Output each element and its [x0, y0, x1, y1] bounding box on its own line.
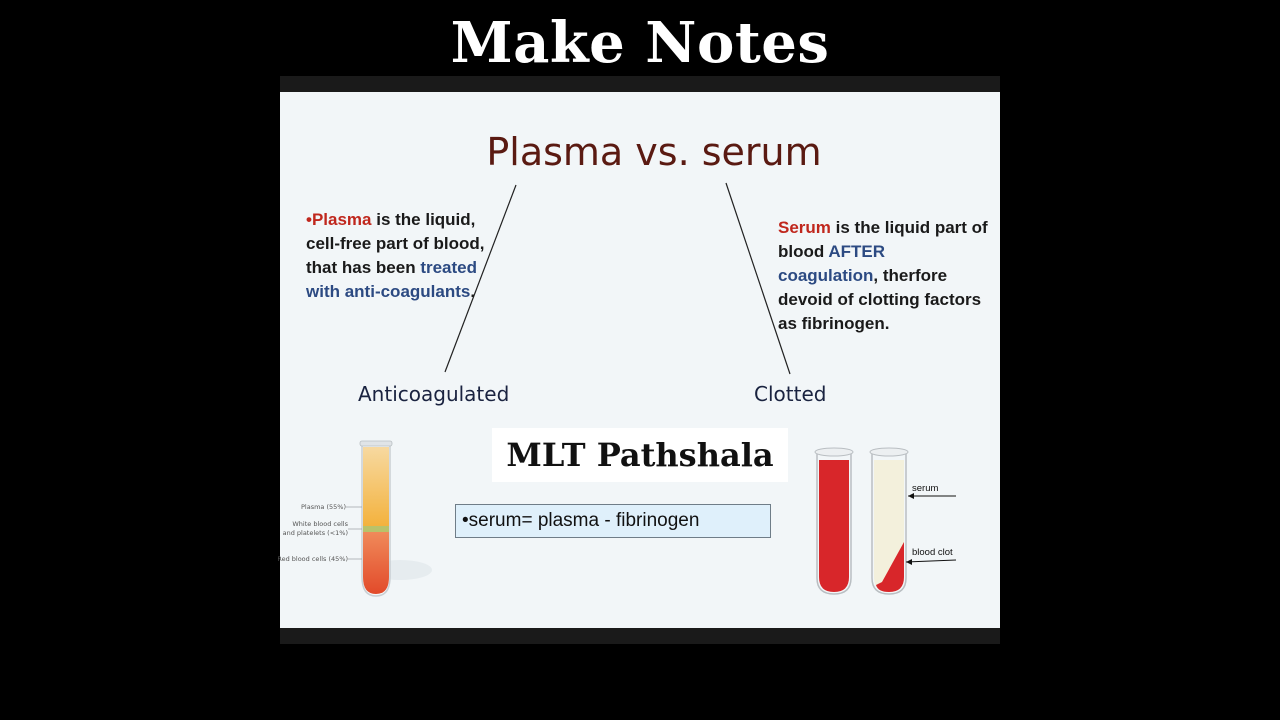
slide: Plasma vs. serum •Plasma is the liquid, …: [277, 92, 1000, 628]
formula-box: •serum= plasma - fibrinogen: [455, 504, 771, 538]
plasma-definition: •Plasma is the liquid, cell-free part of…: [306, 208, 486, 304]
plasma-highlight: treated with anti-coagulants: [306, 258, 477, 301]
page-title: Make Notes: [450, 10, 830, 76]
serum-term: Serum: [778, 218, 831, 237]
tube-buffy-coat: [363, 526, 389, 532]
anticoagulated-tube-illustration: Plasma (55%) White blood cells and plate…: [277, 440, 432, 597]
clotted-tubes-illustration: serum blood clot: [814, 447, 957, 595]
serum-highlight: AFTER coagulation: [778, 242, 886, 285]
serum-text-end: , therfore devoid of clotting factors as…: [778, 266, 982, 333]
frame-border-top: [280, 76, 1000, 92]
frame-border-bottom: [280, 628, 1000, 644]
label-clotted: Clotted: [754, 382, 827, 406]
serum-text: is the liquid part of blood: [778, 218, 988, 261]
label-anticoagulated: Anticoagulated: [358, 382, 510, 406]
serum-definition: Serum is the liquid part of blood AFTER …: [778, 216, 988, 336]
connector-lines: [444, 182, 791, 375]
label-wbc-line2: and platelets (<1%): [283, 529, 348, 537]
label-plasma-55: Plasma (55%): [301, 503, 346, 511]
label-blood-clot: blood clot: [912, 547, 953, 558]
tube-rbc-layer: [363, 532, 389, 594]
label-wbc-line1: White blood cells: [292, 520, 348, 528]
brand-watermark: MLT Pathshala: [492, 428, 788, 482]
whole-blood-fill: [819, 460, 849, 592]
label-rbc-45: Red blood cells (45%): [277, 555, 348, 563]
plasma-bullet: •: [306, 210, 312, 229]
connector-line-left: [444, 184, 517, 373]
plasma-end: .: [470, 282, 476, 301]
blood-clot-fill: [876, 542, 904, 592]
connector-line-right: [725, 182, 791, 375]
tube-plasma-layer: [363, 447, 389, 528]
label-serum: serum: [912, 483, 938, 494]
plasma-term: Plasma: [311, 210, 372, 229]
slide-title: Plasma vs. serum: [486, 130, 822, 174]
plasma-text: is the liquid, cell-free part of blood, …: [306, 210, 485, 277]
